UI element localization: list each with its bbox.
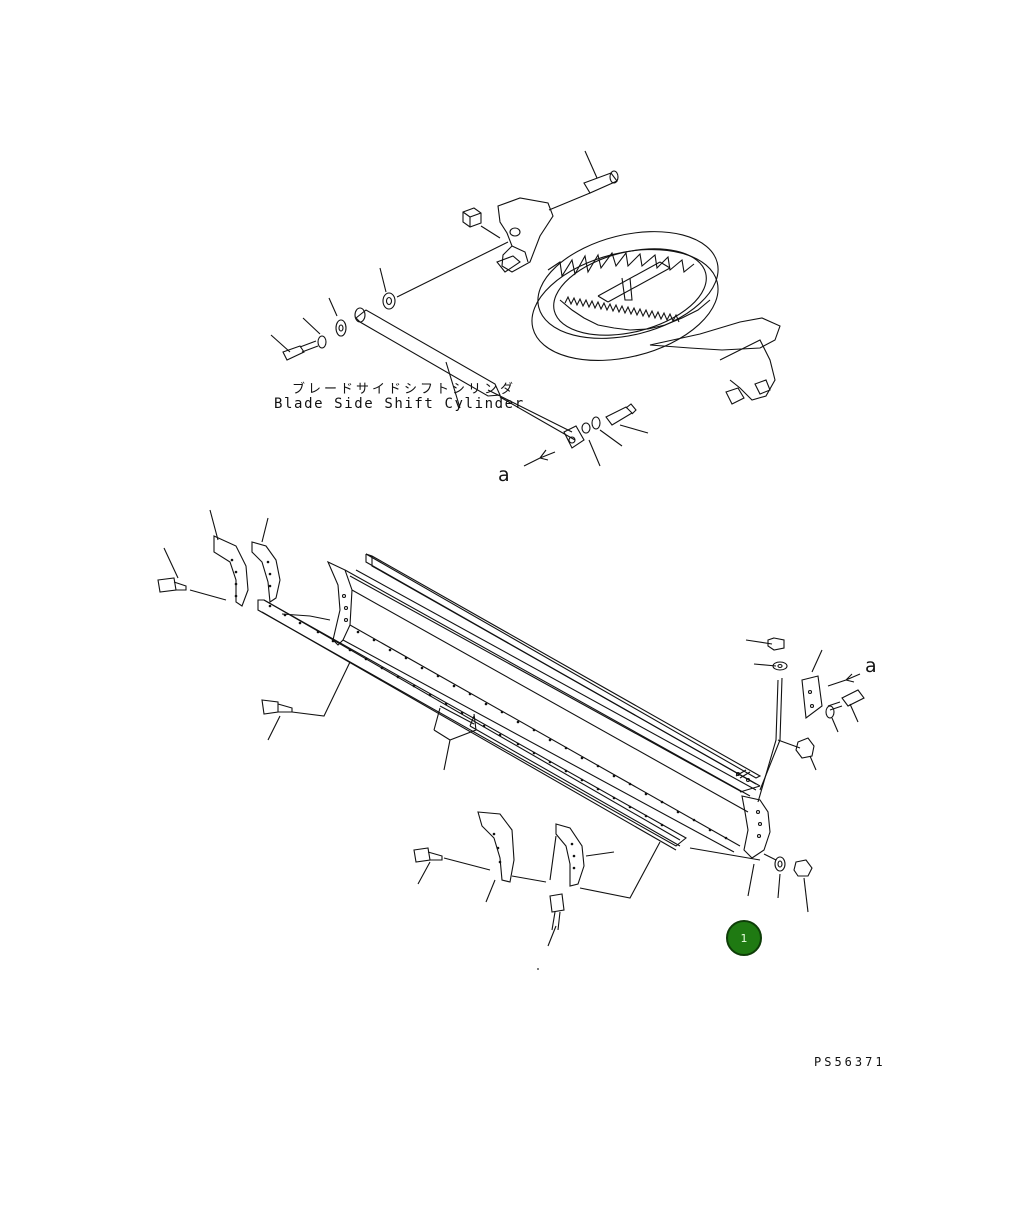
right-side-fasteners — [690, 638, 864, 912]
cylinder-left-fasteners — [271, 298, 346, 360]
mid-bolts — [262, 662, 476, 770]
blade-top-beam — [350, 554, 760, 792]
circle-gear-part — [520, 214, 780, 404]
bracket-part — [463, 198, 553, 272]
caption-japanese: ブレードサイドシフトシリンダ — [292, 382, 517, 397]
drawing-number: PS56371 — [814, 1055, 886, 1069]
reference-mark-top: a — [498, 464, 510, 486]
washer-part — [380, 242, 508, 309]
blade-moldboard — [328, 562, 770, 858]
pin-part — [549, 151, 618, 210]
reference-mark-right: a — [865, 655, 877, 677]
callout-number: 1 — [740, 931, 748, 945]
side-shift-cylinder — [355, 308, 584, 466]
part-callout-badge[interactable]: 1 — [726, 920, 762, 956]
cutting-edge — [258, 600, 728, 850]
left-end-bits — [158, 510, 330, 620]
caption-english: Blade Side Shift Cylinder — [274, 396, 525, 412]
cylinder-right-fasteners — [582, 404, 648, 466]
right-end-bits — [414, 812, 660, 970]
